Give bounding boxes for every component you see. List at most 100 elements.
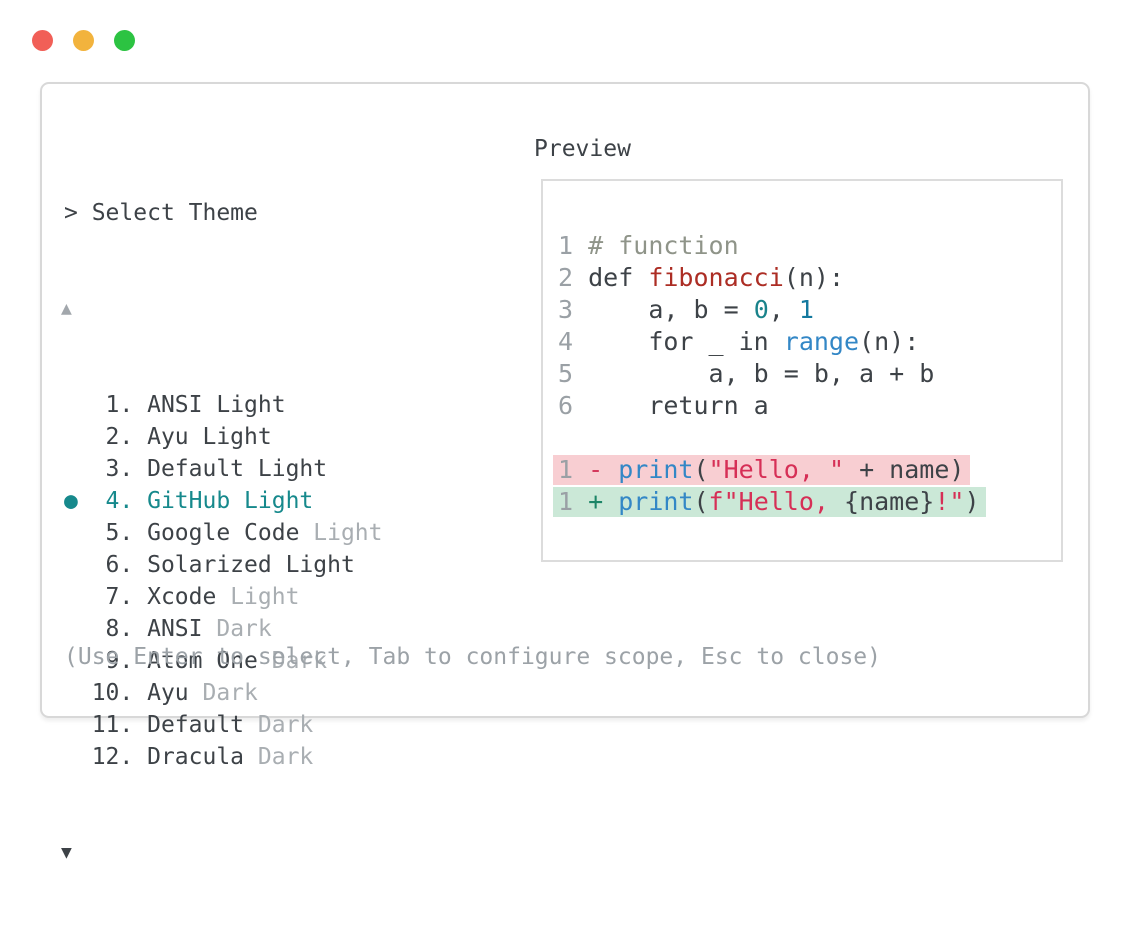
code-token-ln: 1 [558,487,589,516]
code-token-fn: fibonacci [648,263,784,292]
theme-name: Default [147,712,258,738]
scroll-up-icon[interactable]: ▲ [61,298,72,319]
code-token-del: - [588,455,619,484]
diff-add-highlight: 1 + print(f"Hello, {name}!") [553,487,986,517]
selector-header: > Select Theme [64,197,383,229]
code-line: 4 for _ in range(n): [558,326,1061,358]
theme-number: 1. [91,392,148,418]
selector-title: Select Theme [91,200,258,226]
code-token-ln: 1 [558,455,589,484]
theme-picker-panel: > Select Theme ▲ 1. ANSI Light 2. Ayu Li… [40,82,1090,863]
selected-bullet-icon [64,392,92,418]
theme-item-8[interactable]: 8. ANSI Dark [64,613,383,645]
theme-item-1[interactable]: 1. ANSI Light [64,389,383,421]
scroll-down-icon[interactable]: ▼ [61,842,72,863]
code-token-txt: def [588,263,649,292]
theme-number: 11. [91,712,148,738]
selected-bullet-icon [64,456,92,482]
theme-name: Dracula [147,744,258,770]
theme-variant: Light [244,488,314,514]
selected-bullet-icon [64,616,92,642]
theme-number: 2. [91,424,148,450]
code-token-str: f"Hello, [708,487,845,516]
code-token-c0: 0 [753,295,769,324]
code-token-txt: , [768,295,799,324]
theme-number: 10. [91,680,148,706]
code-token-txt: (n): [783,263,845,292]
code-token-ln: 4 [558,327,589,356]
selected-bullet-icon [64,744,92,770]
theme-number: 7. [91,584,148,610]
code-line: 3 a, b = 0, 1 [558,294,1061,326]
theme-item-4[interactable]: ● 4. GitHub Light [64,485,383,517]
theme-variant: Dark [216,616,272,642]
code-token-str: !" [934,487,965,516]
theme-number: 8. [91,616,148,642]
selected-bullet-icon [64,520,92,546]
theme-name: Google Code [147,520,314,546]
theme-variant: Dark [257,712,314,738]
code-token-call: print [618,487,694,516]
code-line: 1 - print("Hello, " + name) [553,454,1061,486]
selected-bullet-icon [64,584,92,610]
code-token-ln: 5 [558,359,589,388]
preview-title: Preview [534,136,631,162]
theme-variant: Light [216,392,286,418]
theme-number: 5. [91,520,148,546]
code-token-txt: {name} [844,487,935,516]
theme-name: Ayu [147,424,203,450]
theme-name: Default [147,456,258,482]
code-line: 5 a, b = b, a + b [558,358,1061,390]
code-token-ln: 2 [558,263,589,292]
code-token-txt: for _ in [588,327,784,356]
theme-variant: Dark [202,680,258,706]
selected-bullet-icon [64,424,92,450]
code-token-txt: (n): [859,327,920,356]
theme-item-11[interactable]: 11. Default Dark [64,709,383,741]
theme-variant: Light [313,520,383,546]
code-token-txt: a, b = [588,295,754,324]
theme-item-6[interactable]: 6. Solarized Light [64,549,383,581]
theme-name: Xcode [147,584,231,610]
theme-number: 4. [91,488,148,514]
theme-item-10[interactable]: 10. Ayu Dark [64,677,383,709]
theme-name: Ayu [147,680,203,706]
selected-bullet-icon: ● [64,488,92,514]
code-token-txt: return a [588,391,769,420]
theme-name: GitHub [147,488,245,514]
theme-variant: Light [202,424,272,450]
theme-item-3[interactable]: 3. Default Light [64,453,383,485]
maximize-button-icon[interactable] [114,30,135,51]
theme-name: Solarized [147,552,286,578]
code-token-txt: ( [693,455,709,484]
help-text: (Use Enter to select, Tab to configure s… [64,644,881,670]
theme-item-2[interactable]: 2. Ayu Light [64,421,383,453]
theme-item-12[interactable]: 12. Dracula Dark [64,741,383,773]
selected-bullet-icon [64,712,92,738]
theme-number: 9. [91,648,148,674]
code-token-ln: 1 [558,231,589,260]
code-token-c1: 1 [798,295,814,324]
theme-name: ANSI [147,616,217,642]
theme-variant: Dark [271,648,328,674]
theme-variant: Light [230,584,300,610]
theme-selector: > Select Theme ▲ 1. ANSI Light 2. Ayu Li… [61,133,383,933]
code-token-ln: 6 [558,391,589,420]
theme-item-7[interactable]: 7. Xcode Light [64,581,383,613]
theme-name: Atom One [147,648,272,674]
close-button-icon[interactable] [32,30,53,51]
minimize-button-icon[interactable] [73,30,94,51]
code-token-str: "Hello, " [708,455,845,484]
code-line: 6 return a [558,390,1061,422]
code-token-ln: 3 [558,295,589,324]
theme-item-5[interactable]: 5. Google Code Light [64,517,383,549]
theme-variant: Dark [257,744,314,770]
code-line: 1 # function [558,230,1061,262]
code-token-txt: a, b = b, a + b [588,359,935,388]
selected-bullet-icon [64,680,92,706]
code-token-add: + [588,487,619,516]
prompt-marker: > [64,200,92,226]
theme-item-9[interactable]: 9. Atom One Dark [64,645,383,677]
